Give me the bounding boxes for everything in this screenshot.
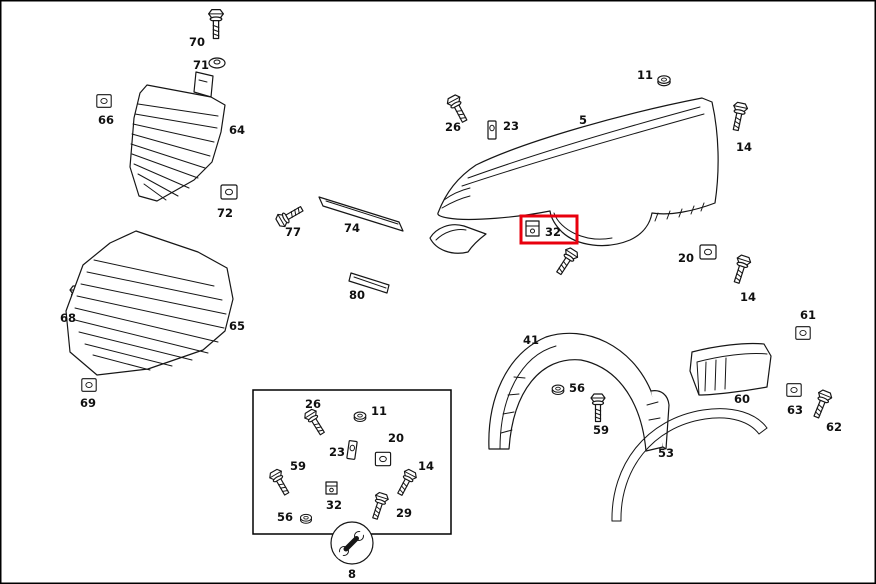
clip-61-drawing bbox=[795, 326, 811, 340]
callout-56[interactable]: 56 bbox=[569, 381, 585, 395]
bolt-14-top-drawing bbox=[728, 101, 749, 133]
callout-20[interactable]: 20 bbox=[678, 251, 694, 265]
clip-72-drawing bbox=[220, 184, 238, 200]
callout-14-top[interactable]: 14 bbox=[736, 140, 752, 154]
inset-callout-8[interactable]: 8 bbox=[348, 567, 356, 581]
callout-68[interactable]: 68 bbox=[60, 311, 76, 325]
callout-59[interactable]: 59 bbox=[593, 423, 609, 437]
strip-80-drawing bbox=[348, 272, 390, 294]
inset-callout-20[interactable]: 20 bbox=[388, 431, 404, 445]
nut-56-drawing bbox=[551, 384, 565, 396]
callout-60[interactable]: 60 bbox=[734, 392, 750, 406]
inset-nut-56-drawing bbox=[299, 513, 313, 524]
clip-20-drawing bbox=[699, 244, 717, 260]
callout-65[interactable]: 65 bbox=[229, 319, 245, 333]
inset-callout-56[interactable]: 56 bbox=[277, 510, 293, 524]
clip-66-drawing bbox=[96, 94, 112, 108]
inset-bolt-26-drawing bbox=[302, 407, 329, 438]
fender-5-drawing bbox=[429, 97, 719, 254]
callout-63[interactable]: 63 bbox=[787, 403, 803, 417]
callout-71[interactable]: 71 bbox=[193, 58, 209, 72]
callout-77[interactable]: 77 bbox=[285, 225, 301, 239]
callout-72[interactable]: 72 bbox=[217, 206, 233, 220]
mud-flap-60-drawing bbox=[689, 342, 772, 396]
callout-32-highlighted[interactable]: 32 bbox=[545, 225, 561, 239]
callout-64[interactable]: 64 bbox=[229, 123, 245, 137]
callout-61[interactable]: 61 bbox=[800, 308, 816, 322]
inset-callout-14[interactable]: 14 bbox=[418, 459, 434, 473]
callout-26[interactable]: 26 bbox=[445, 120, 461, 134]
inset-clip-23-drawing bbox=[346, 439, 358, 461]
bolt-14-right-drawing bbox=[729, 253, 753, 286]
callout-5[interactable]: 5 bbox=[579, 113, 587, 127]
callout-14-right[interactable]: 14 bbox=[740, 290, 756, 304]
callout-74[interactable]: 74 bbox=[344, 221, 360, 235]
inset-clip-20-drawing bbox=[374, 451, 392, 467]
callout-69[interactable]: 69 bbox=[80, 396, 96, 410]
inset-bolt-14-drawing bbox=[393, 467, 419, 498]
arch-trim-53-drawing bbox=[611, 408, 768, 522]
inset-callout-32[interactable]: 32 bbox=[326, 498, 342, 512]
clip-69-drawing bbox=[81, 378, 97, 392]
clip-23-top-drawing bbox=[487, 120, 497, 140]
inset-callout-29[interactable]: 29 bbox=[396, 506, 412, 520]
bolt-59-drawing bbox=[590, 393, 606, 423]
upper-splash-shield-64-drawing bbox=[129, 71, 226, 202]
inset-callout-26[interactable]: 26 bbox=[305, 397, 321, 411]
highlight-box bbox=[519, 214, 579, 245]
wrench-symbol-button[interactable] bbox=[330, 521, 374, 565]
clip-63-drawing bbox=[786, 383, 802, 397]
lower-splash-shield-65-drawing bbox=[65, 230, 234, 376]
inset-nut-11-drawing bbox=[353, 411, 367, 423]
strip-74-drawing bbox=[318, 196, 404, 232]
bolt-70-drawing bbox=[208, 9, 224, 40]
inset-callout-59[interactable]: 59 bbox=[290, 459, 306, 473]
callout-41[interactable]: 41 bbox=[523, 333, 539, 347]
grommet-71-drawing bbox=[208, 57, 226, 69]
bracket-32-drawing bbox=[525, 220, 540, 237]
callout-23[interactable]: 23 bbox=[503, 119, 519, 133]
callout-62[interactable]: 62 bbox=[826, 420, 842, 434]
callout-80[interactable]: 80 bbox=[349, 288, 365, 302]
callout-53[interactable]: 53 bbox=[658, 446, 674, 460]
inset-bracket-32-drawing bbox=[325, 481, 338, 495]
callout-66[interactable]: 66 bbox=[98, 113, 114, 127]
inset-callout-11[interactable]: 11 bbox=[371, 404, 387, 418]
bolt-62-drawing bbox=[809, 388, 834, 421]
inset-callout-23[interactable]: 23 bbox=[329, 445, 345, 459]
wrench-icon bbox=[335, 527, 368, 560]
callout-11[interactable]: 11 bbox=[637, 68, 653, 82]
inset-bolt-59-drawing bbox=[267, 467, 294, 498]
bolt-32-mount-drawing bbox=[552, 245, 581, 278]
nut-11-top-drawing bbox=[657, 75, 671, 87]
callout-70[interactable]: 70 bbox=[189, 35, 205, 49]
inset-bolt-29-drawing bbox=[368, 491, 390, 522]
